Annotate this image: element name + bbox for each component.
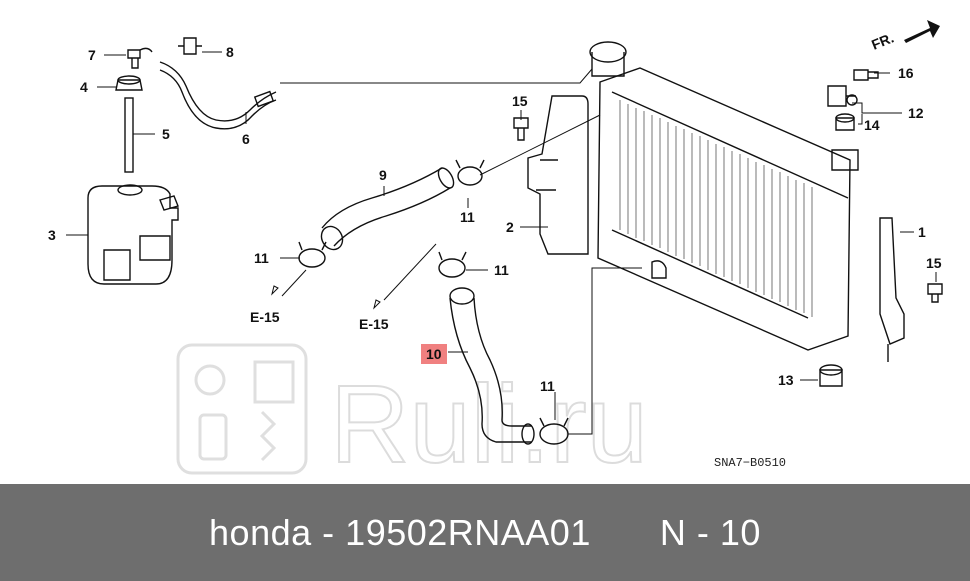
callout-15-left: 15 bbox=[512, 93, 528, 109]
brand-name: honda bbox=[209, 511, 312, 553]
part-2-air-guide bbox=[527, 95, 589, 255]
part-11-clip-left bbox=[298, 241, 327, 268]
callout-4: 4 bbox=[80, 79, 88, 95]
callout-11-mid: 11 bbox=[494, 262, 509, 278]
part-3-reservoir-tank bbox=[87, 184, 179, 285]
callout-2: 2 bbox=[506, 219, 514, 235]
callout-10: 10 bbox=[426, 346, 442, 362]
callout-1: 1 bbox=[918, 224, 926, 240]
diagram-code: SNA7−B0510 bbox=[714, 456, 786, 470]
callout-11-lower: 11 bbox=[540, 378, 555, 394]
part-12-bracket bbox=[827, 85, 858, 107]
callout-9: 9 bbox=[379, 167, 387, 183]
ref-e15-mid: E-15 bbox=[359, 316, 389, 332]
part-15-bolt-left bbox=[513, 117, 529, 141]
radiator-assembly bbox=[589, 41, 859, 351]
part-13-grommet bbox=[819, 364, 843, 387]
watermark-logo: Ruli.ru bbox=[176, 343, 649, 487]
part-5-tube bbox=[124, 97, 134, 173]
part-14-grommet bbox=[835, 113, 855, 131]
part-16-bolt bbox=[853, 69, 879, 81]
part-7-fitting bbox=[127, 47, 153, 69]
callout-5: 5 bbox=[162, 126, 170, 142]
part-6-hose bbox=[159, 61, 277, 130]
callout-11-left: 11 bbox=[254, 250, 269, 266]
part-1-bracket bbox=[879, 217, 905, 362]
callout-10-highlight bbox=[421, 344, 447, 364]
part-caption: honda - 19502RNAA01 N - 10 bbox=[209, 512, 761, 554]
part-8-clip bbox=[178, 37, 202, 55]
callout-12: 12 bbox=[908, 105, 924, 121]
diagram-canvas: Ruli.ru FR. bbox=[48, 20, 943, 487]
callout-15-right: 15 bbox=[926, 255, 942, 271]
watermark-text: Ruli.ru bbox=[330, 363, 648, 484]
leader-lines bbox=[66, 51, 937, 435]
position-label: N bbox=[659, 511, 687, 553]
parts-diagram: Ruli.ru FR. bbox=[48, 20, 943, 487]
callout-16: 16 bbox=[898, 65, 914, 81]
part-11-clip-mid bbox=[438, 251, 467, 278]
front-label: FR. bbox=[869, 29, 896, 52]
part-15-bolt-right bbox=[927, 283, 943, 303]
part-number: 19502RNAA01 bbox=[345, 511, 591, 553]
footer-bar: honda - 19502RNAA01 N - 10 bbox=[0, 484, 970, 581]
callout-13: 13 bbox=[778, 372, 794, 388]
callout-6: 6 bbox=[242, 131, 250, 147]
callout-11-upper: 11 bbox=[460, 209, 475, 225]
front-arrow-icon bbox=[904, 20, 940, 43]
callout-14: 14 bbox=[864, 117, 880, 133]
callout-8: 8 bbox=[226, 44, 234, 60]
caption-separator: - bbox=[322, 511, 335, 553]
position-number: 10 bbox=[719, 511, 761, 553]
front-direction-indicator: FR. bbox=[869, 20, 940, 53]
callout-7: 7 bbox=[88, 47, 96, 63]
callout-3: 3 bbox=[48, 227, 56, 243]
part-9-upper-hose bbox=[320, 167, 455, 251]
part-10-lower-hose bbox=[449, 287, 535, 445]
part-11-clip-upper bbox=[455, 159, 485, 186]
ref-e15-left: E-15 bbox=[250, 309, 280, 325]
part-4-cap bbox=[115, 75, 143, 91]
position-separator: - bbox=[696, 511, 710, 553]
